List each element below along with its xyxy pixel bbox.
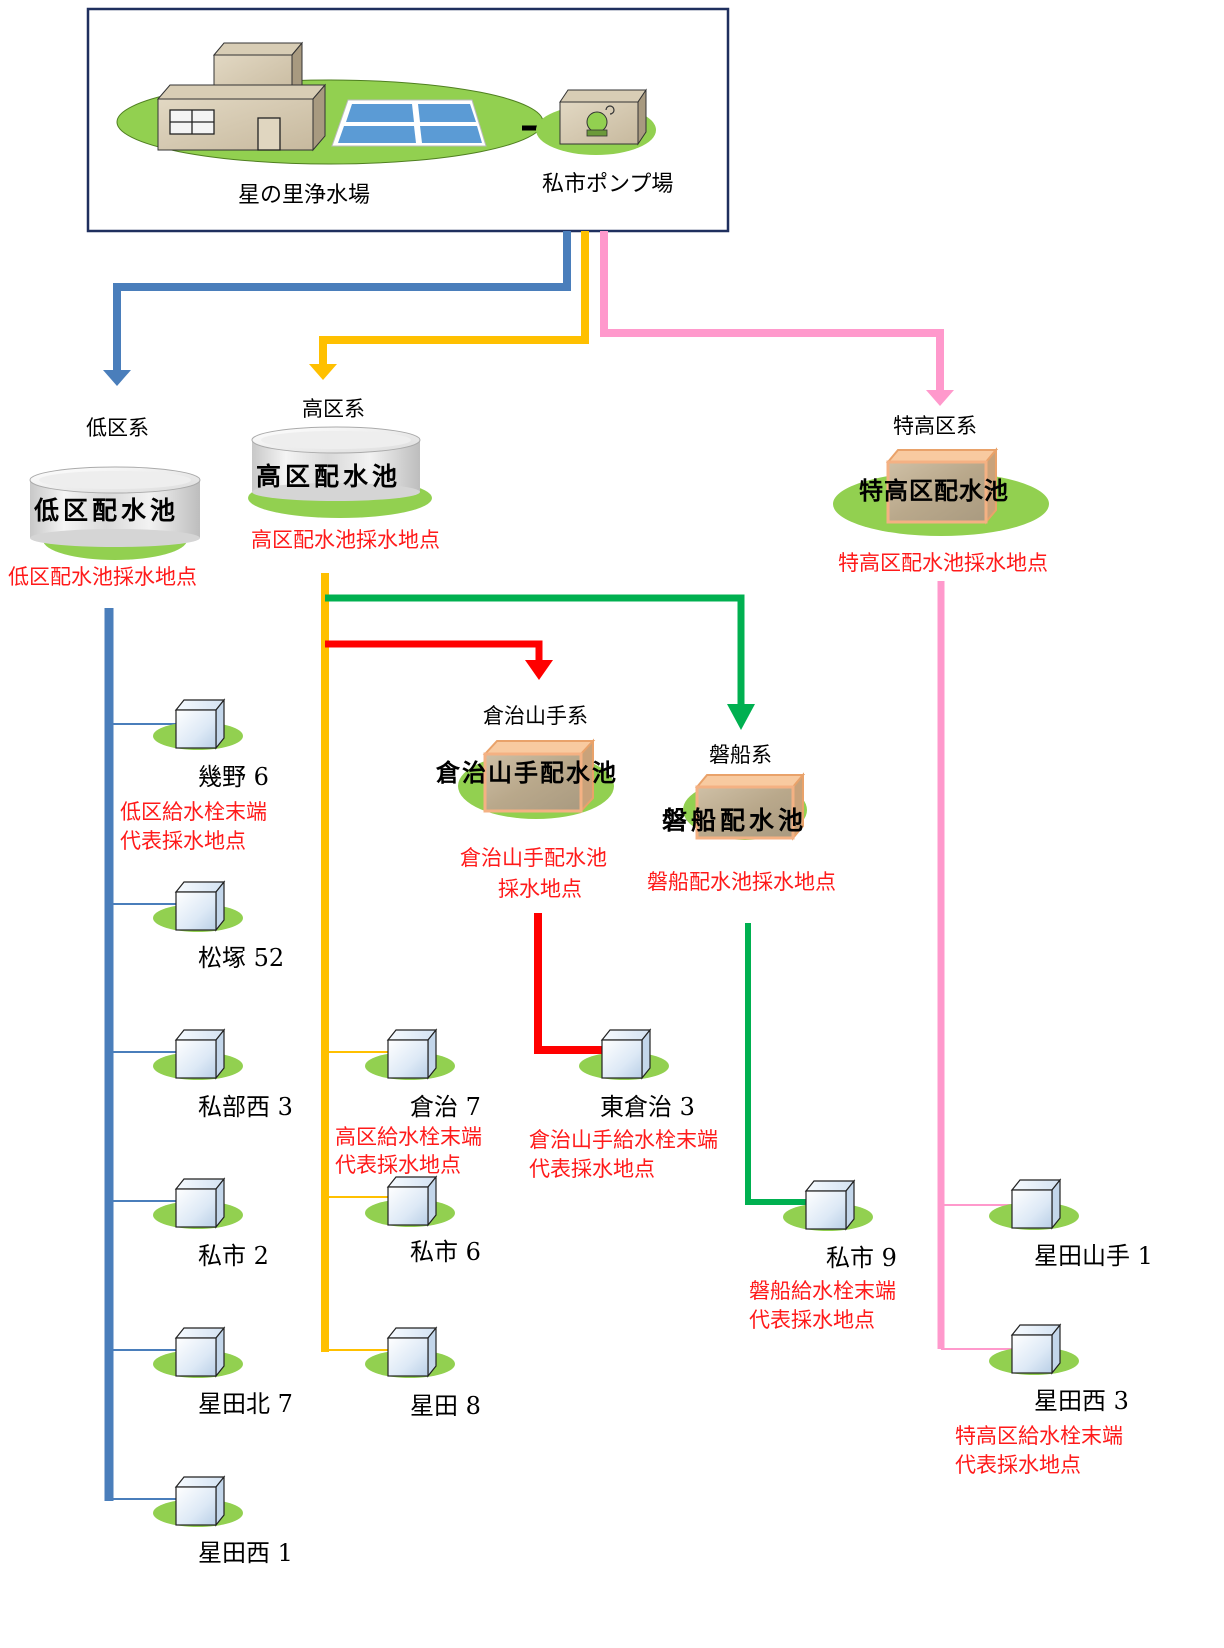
arrow-low: [103, 370, 131, 386]
kurajiyamate-sampling-line2: 採水地点: [498, 877, 582, 901]
kurajiyamate-sampling-line1: 倉治山手配水池: [460, 846, 607, 870]
pipe-kurajiyamate-main: [534, 913, 604, 1054]
pipe-kurajiyamate-branch: [325, 640, 543, 662]
tap-name: 星田西 3: [1034, 1387, 1129, 1415]
tap-note: 代表採水地点: [529, 1157, 655, 1181]
tap-name: 倉治 7: [410, 1093, 481, 1121]
pump-station-label: 私市ポンプ場: [542, 172, 674, 197]
arrow-super: [926, 390, 954, 406]
high-reservoir-label: 高区配水池: [256, 462, 402, 491]
tap-note: 代表採水地点: [955, 1453, 1081, 1477]
arrow-high: [309, 364, 337, 380]
high-reservoir-icon: [251, 426, 421, 501]
purification-plant-label: 星の里浄水場: [238, 183, 371, 208]
tap-note: 高区給水栓末端: [335, 1125, 482, 1149]
pipe-iwafune-main: [745, 923, 808, 1205]
super-system-label: 特高区系: [893, 414, 977, 438]
tap-name: 星田 8: [410, 1392, 481, 1420]
tap-note: 代表採水地点: [120, 829, 246, 853]
pipe-high-trunk: [319, 231, 589, 366]
pipe-iwafune-branch: [325, 594, 745, 706]
super-sampling-label: 特高区配水池採水地点: [838, 551, 1048, 575]
low-reservoir-icon: [29, 466, 201, 547]
iwafune-system-label: 磐船系: [709, 743, 772, 767]
tap-note: 倉治山手給水栓末端: [529, 1128, 718, 1152]
high-system-label: 高区系: [302, 397, 365, 421]
tap-name: 私市 2: [198, 1242, 269, 1270]
low-sampling-label: 低区配水池採水地点: [8, 565, 197, 589]
filter-pool-icon: [331, 99, 487, 147]
arrow-iwafune: [727, 704, 755, 730]
tap-note: 低区給水栓末端: [120, 800, 267, 824]
iwafune-sampling-label: 磐船配水池採水地点: [647, 870, 836, 894]
tap-name: 松塚 52: [198, 944, 285, 972]
pipe-super-trunk: [600, 231, 944, 392]
tap-name: 星田北 7: [198, 1390, 293, 1418]
tap-name: 幾野 6: [198, 763, 269, 791]
arrow-kurajiyamate: [525, 660, 553, 680]
tap-name: 星田西 1: [198, 1539, 293, 1567]
tap-name: 私市 6: [410, 1238, 481, 1266]
tap-note: 代表採水地点: [749, 1308, 875, 1332]
tap-note: 代表採水地点: [335, 1153, 461, 1177]
tap-name: 私部西 3: [198, 1093, 293, 1121]
low-reservoir-label: 低区配水池: [34, 496, 180, 525]
low-system-label: 低区系: [86, 416, 149, 440]
high-sampling-label: 高区配水池採水地点: [251, 528, 440, 552]
tap-name: 東倉治 3: [600, 1093, 695, 1121]
plant-building-icon: [156, 41, 327, 152]
tap-note: 磐船給水栓末端: [749, 1279, 896, 1303]
pipe-low-trunk: [113, 231, 571, 372]
tap-note: 特高区給水栓末端: [955, 1424, 1123, 1448]
iwafune-reservoir-label: 磐船配水池: [662, 806, 808, 835]
tap-name: 星田山手 1: [1034, 1242, 1153, 1270]
super-reservoir-icon: [885, 447, 999, 525]
super-reservoir-label: 特高区配水池: [859, 477, 1009, 505]
tap-name: 私市 9: [826, 1244, 897, 1272]
kurajiyamate-reservoir-icon: [482, 738, 596, 814]
pump-station-icon: [559, 88, 647, 146]
kurajiyamate-reservoir-label: 倉治山手配水池: [436, 759, 618, 787]
kurajiyamate-system-label: 倉治山手系: [483, 704, 588, 728]
iwafune-reservoir-icon: [694, 772, 806, 841]
